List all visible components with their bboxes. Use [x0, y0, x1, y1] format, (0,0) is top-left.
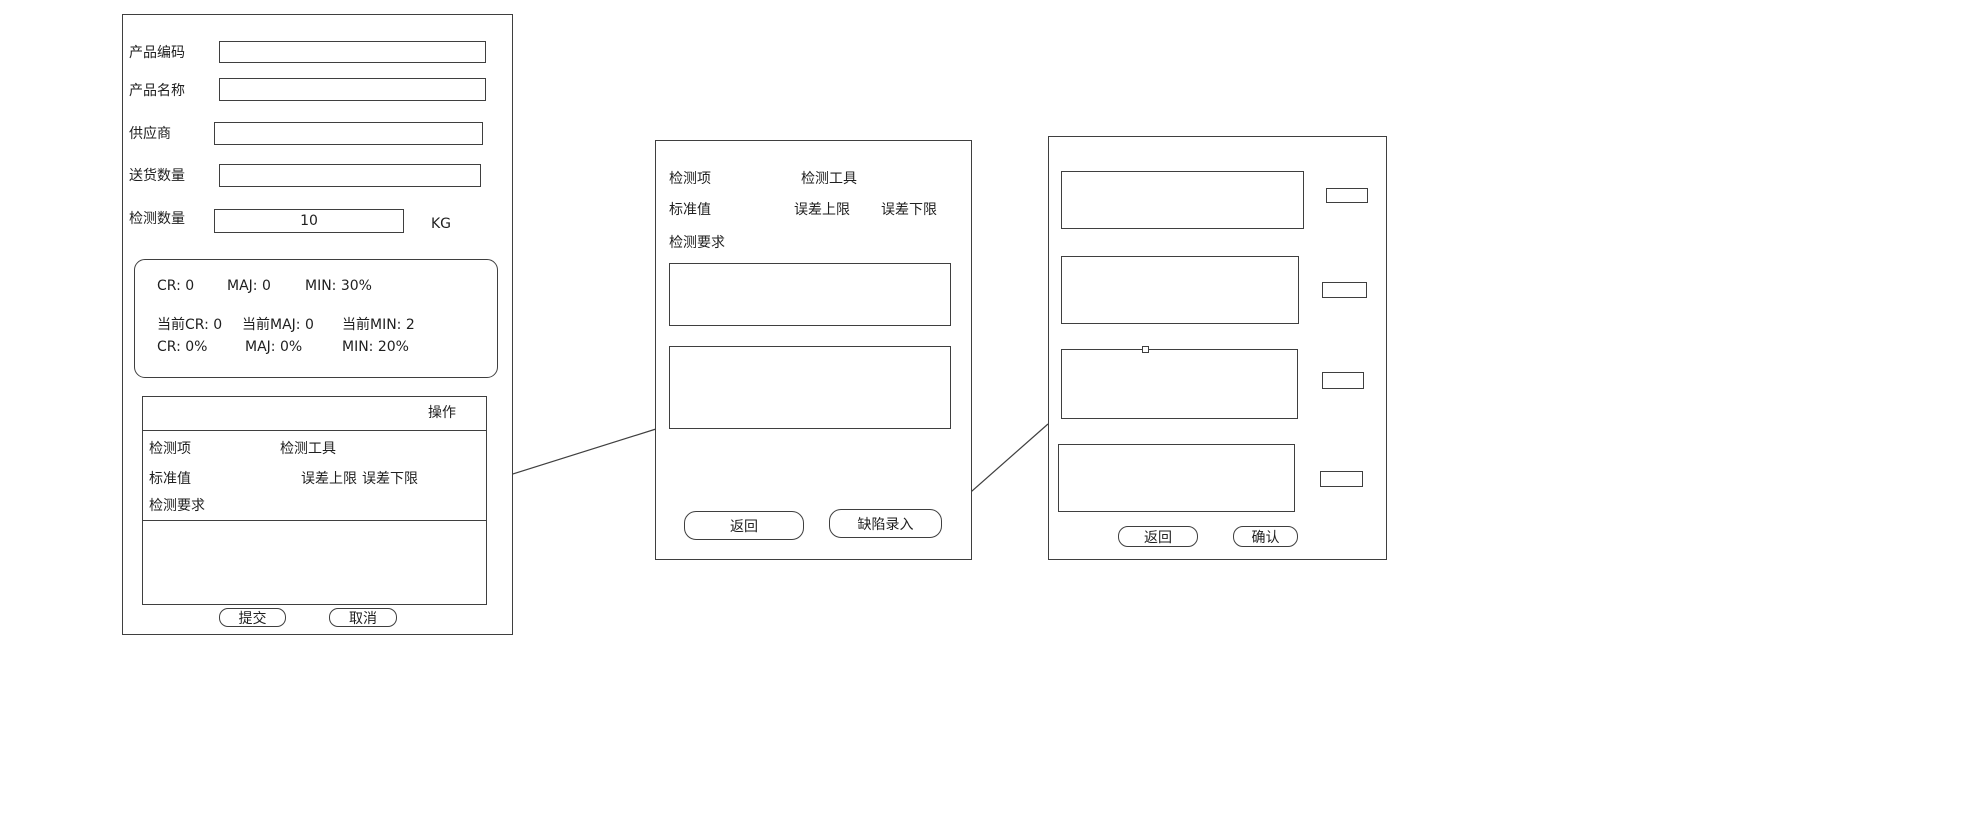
requirement-input-area-1[interactable] — [669, 263, 951, 326]
stat-maj-pct: MAJ: 0% — [245, 339, 303, 355]
back-button[interactable]: 返回 — [1118, 526, 1198, 547]
product-code-input[interactable] — [219, 41, 486, 63]
product-form-panel: 产品编码 产品名称 供应商 送货数量 检测数量 KG CR: 0 MAJ: 0 … — [122, 14, 513, 635]
cancel-button[interactable]: 取消 — [329, 608, 397, 627]
stat-min-pct: MIN: 20% — [342, 339, 409, 355]
product-code-label: 产品编码 — [129, 45, 185, 61]
back-button[interactable]: 返回 — [684, 511, 804, 540]
supplier-input[interactable] — [214, 122, 483, 145]
stat-current-maj: 当前MAJ: 0 — [242, 317, 314, 333]
table-header-divider — [143, 430, 486, 431]
delivery-qty-label: 送货数量 — [129, 168, 185, 184]
confirm-button[interactable]: 确认 — [1233, 526, 1298, 547]
selection-handle — [1142, 346, 1149, 353]
defect-entry-panel: 返回 确认 — [1048, 136, 1387, 560]
table-body-divider — [143, 520, 486, 521]
product-name-label: 产品名称 — [129, 83, 185, 99]
stat-min: MIN: 30% — [305, 278, 372, 294]
stat-current-min: 当前MIN: 2 — [342, 317, 415, 333]
submit-button[interactable]: 提交 — [219, 608, 286, 627]
inspection-qty-input[interactable] — [214, 209, 404, 233]
stat-cr: CR: 0 — [157, 278, 195, 294]
product-name-input[interactable] — [219, 78, 486, 101]
table-col-tool: 检测工具 — [280, 441, 336, 457]
stat-maj: MAJ: 0 — [227, 278, 271, 294]
table-col-item: 检测项 — [149, 441, 191, 457]
inspection-qty-label: 检测数量 — [129, 211, 185, 227]
defect-side-field-4[interactable] — [1320, 471, 1363, 487]
detail-col-tool: 检测工具 — [801, 171, 857, 187]
table-col-lower-limit: 误差下限 — [362, 471, 418, 487]
detail-col-item: 检测项 — [669, 171, 711, 187]
defect-input-area-3[interactable] — [1061, 349, 1298, 419]
supplier-label: 供应商 — [129, 126, 171, 142]
detail-col-standard: 标准值 — [669, 202, 711, 218]
defect-input-area-2[interactable] — [1061, 256, 1299, 324]
requirement-input-area-2[interactable] — [669, 346, 951, 429]
defect-side-field-3[interactable] — [1322, 372, 1364, 389]
defect-input-area-1[interactable] — [1061, 171, 1304, 229]
inspection-items-table: 操作 检测项 检测工具 标准值 误差上限 误差下限 检测要求 — [142, 396, 487, 605]
delivery-qty-input[interactable] — [219, 164, 481, 187]
defect-side-field-1[interactable] — [1326, 188, 1368, 203]
table-col-requirement: 检测要求 — [149, 498, 205, 514]
inspection-detail-panel: 检测项 检测工具 标准值 误差上限 误差下限 检测要求 返回 缺陷录入 — [655, 140, 972, 560]
operation-column-header: 操作 — [428, 405, 456, 421]
defect-input-area-4[interactable] — [1058, 444, 1295, 512]
stat-cr-pct: CR: 0% — [157, 339, 208, 355]
detail-col-requirement: 检测要求 — [669, 235, 725, 251]
table-col-upper-limit: 误差上限 — [301, 471, 357, 487]
detail-col-lower-limit: 误差下限 — [881, 202, 937, 218]
detail-col-upper-limit: 误差上限 — [794, 202, 850, 218]
defect-entry-button[interactable]: 缺陷录入 — [829, 509, 942, 538]
unit-kg-label: KG — [431, 216, 452, 232]
table-col-standard: 标准值 — [149, 471, 191, 487]
stat-current-cr: 当前CR: 0 — [157, 317, 223, 333]
defect-side-field-2[interactable] — [1322, 282, 1367, 298]
inspection-stats-box: CR: 0 MAJ: 0 MIN: 30% 当前CR: 0 当前MAJ: 0 当… — [134, 259, 498, 378]
